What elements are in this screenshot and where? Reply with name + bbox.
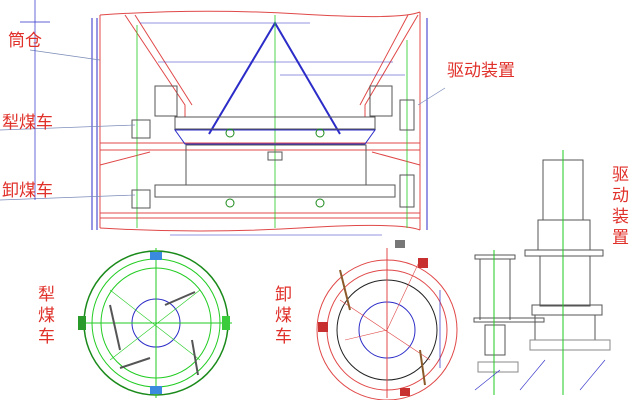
- unload-car-label: 卸煤车: [2, 181, 53, 201]
- silo-label: 筒仓: [8, 31, 42, 51]
- unload-car-plan-label: 卸煤车: [275, 285, 292, 347]
- unload-car-plan: [316, 240, 458, 400]
- drive-device-label: 驱动装置: [447, 61, 515, 81]
- plow-car-plan-label: 犁煤车: [38, 285, 55, 347]
- silo-elevation: [0, 0, 446, 236]
- drive-device-detail-label: 驱动装置: [612, 165, 629, 248]
- plow-car-label: 犁煤车: [2, 113, 53, 133]
- plow-car-plan: [78, 248, 232, 398]
- drive-device-detail: [473, 150, 611, 395]
